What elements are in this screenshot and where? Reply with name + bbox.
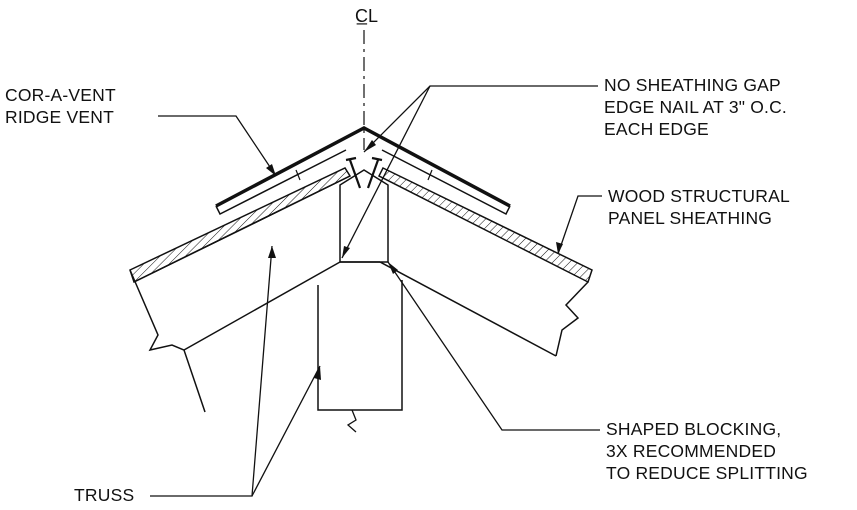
- label-sheathing: WOOD STRUCTURAL PANEL SHEATHING: [608, 185, 790, 229]
- leader-sheathing: [557, 195, 602, 255]
- left-truss-bottom: [183, 261, 341, 351]
- arrow-blocking: [388, 262, 398, 274]
- arrow-sheathing-gap: [364, 140, 376, 152]
- label-ridge-vent-line-1: COR-A-VENT: [5, 85, 116, 105]
- arrow-sheathing: [556, 242, 563, 254]
- label-blocking: SHAPED BLOCKING, 3X RECOMMENDED TO REDUC…: [606, 418, 808, 484]
- leader-sheathing-gap: [363, 85, 598, 153]
- arrow-sheathing-gap-2: [342, 246, 350, 258]
- label-sheathing-gap-line-2: EDGE NAIL AT 3" O.C.: [604, 97, 787, 117]
- label-ridge-vent-line-2: RIDGE VENT: [5, 107, 114, 127]
- arrow-truss-2: [314, 366, 321, 380]
- left-top-chord: [133, 175, 351, 283]
- right-truss-bottom: [379, 261, 557, 357]
- label-sheathing-gap: NO SHEATHING GAP EDGE NAIL AT 3" O.C. EA…: [604, 74, 787, 140]
- edge-nails: [345, 156, 383, 189]
- leader-sheathing-gap-2: [341, 85, 431, 259]
- leader-blocking: [387, 261, 600, 431]
- label-ridge-vent: COR-A-VENT RIDGE VENT: [5, 84, 116, 128]
- arrow-ridge-vent: [266, 164, 276, 176]
- left-break-line: [129, 269, 206, 413]
- label-sheathing-gap-line-1: NO SHEATHING GAP: [604, 75, 781, 95]
- label-blocking-line-1: SHAPED BLOCKING,: [606, 419, 782, 439]
- left-sheathing-panel: [129, 167, 352, 284]
- ridge-vent-cap: [215, 126, 511, 208]
- leader-truss: [150, 245, 273, 497]
- right-break-line: [555, 281, 589, 357]
- label-blocking-line-3: TO REDUCE SPLITTING: [606, 463, 808, 483]
- label-blocking-line-2: 3X RECOMMENDED: [606, 441, 777, 461]
- arrow-truss: [268, 246, 276, 258]
- shaped-blocking: [339, 169, 389, 263]
- vertical-post: [317, 280, 403, 411]
- ridge-vent-right-body: [381, 149, 511, 216]
- ridge-vent-left-body: [215, 149, 347, 216]
- leader-ridge-vent: [158, 115, 277, 177]
- ridge-vent-right-rib: [427, 169, 433, 181]
- ridge-vent-left-rib: [295, 169, 301, 181]
- post-break: [346, 409, 357, 433]
- right-sheathing-panel: [377, 167, 593, 284]
- label-sheathing-gap-line-3: EACH EDGE: [604, 119, 709, 139]
- label-sheathing-line-2: PANEL SHEATHING: [608, 208, 773, 228]
- label-sheathing-line-1: WOOD STRUCTURAL: [608, 186, 790, 206]
- leader-truss-2: [251, 365, 321, 497]
- centerline-symbol: C̲L: [355, 6, 379, 26]
- label-truss: TRUSS: [74, 485, 135, 505]
